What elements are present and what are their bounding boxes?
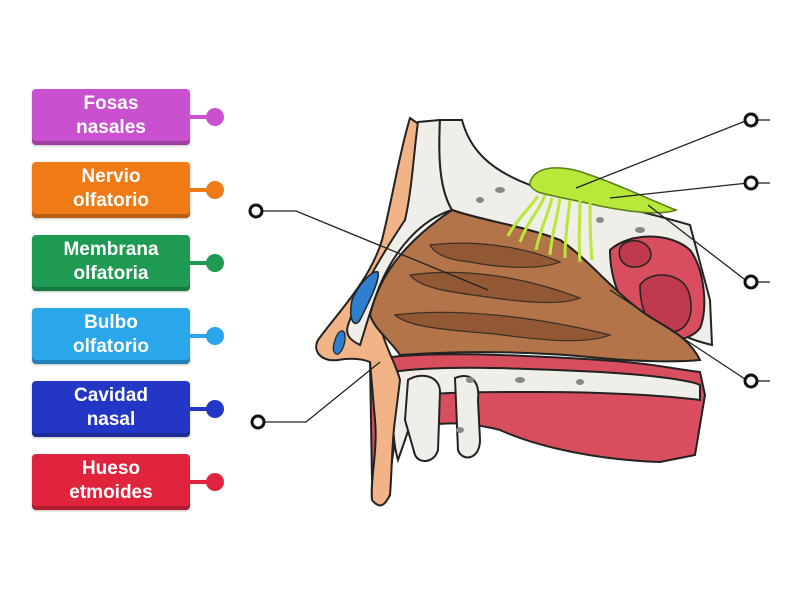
palate-mucosa xyxy=(368,353,707,482)
bone-dot xyxy=(596,217,604,223)
label-card-bulbo-olfatorio[interactable]: Bulbo olfatorio xyxy=(32,308,190,364)
pointer-lines xyxy=(260,119,770,423)
label-card-nervio-olfatorio[interactable]: Nervio olfatorio xyxy=(32,162,190,218)
connector-knob[interactable] xyxy=(206,254,224,272)
sphenoid-sinus-inner2 xyxy=(639,274,692,333)
pointer-line xyxy=(262,361,381,423)
label-text: Cavidad nasal xyxy=(74,384,148,430)
frontal-sinus xyxy=(441,133,472,194)
label-card-membrana-olfatoria[interactable]: Membrana olfatoria xyxy=(32,235,190,291)
drop-target-5[interactable] xyxy=(743,274,759,290)
fiber xyxy=(563,199,572,259)
drop-target-4[interactable] xyxy=(743,175,759,191)
label-card-hueso-etmoides[interactable]: Hueso etmoides xyxy=(32,454,190,510)
alar-cartilage-lower xyxy=(332,330,346,355)
pointer-line xyxy=(575,119,749,189)
label-text: Membrana olfatoria xyxy=(63,238,159,284)
label-text: Hueso etmoides xyxy=(69,457,153,503)
pointer-line xyxy=(647,204,749,283)
nasal-illustration xyxy=(315,116,714,507)
lower-bone xyxy=(403,374,442,462)
drop-target-1[interactable] xyxy=(248,203,264,219)
fiber xyxy=(588,201,594,261)
connector xyxy=(190,188,210,192)
drop-target-6[interactable] xyxy=(743,373,759,389)
connector xyxy=(190,334,210,338)
pointer-line xyxy=(260,210,489,291)
drop-targets[interactable] xyxy=(248,112,759,430)
drop-target-2[interactable] xyxy=(250,414,266,430)
palate-bone xyxy=(390,366,701,464)
drop-target-3[interactable] xyxy=(743,112,759,128)
lower-bone-right xyxy=(453,375,482,459)
fiber xyxy=(506,195,540,237)
bone-dot xyxy=(456,427,464,433)
connector-knob[interactable] xyxy=(206,473,224,491)
superior-turbinate xyxy=(429,242,562,268)
nasal-cavity-tissue xyxy=(368,208,702,363)
label-text: Fosas nasales xyxy=(76,92,146,138)
bone-dot xyxy=(576,379,584,385)
sphenoid-sinus xyxy=(608,235,706,342)
olfactory-fibers xyxy=(506,194,594,263)
ethmoid-bone-plate xyxy=(438,119,714,347)
connector-knob[interactable] xyxy=(206,181,224,199)
label-card-cavidad-nasal[interactable]: Cavidad nasal xyxy=(32,381,190,437)
connector-knob[interactable] xyxy=(206,108,224,126)
bone-dot xyxy=(476,197,484,203)
connector xyxy=(190,407,210,411)
bone-dot xyxy=(495,187,505,193)
alar-cartilage xyxy=(350,271,379,325)
bone-dot xyxy=(466,377,474,383)
bone-dot xyxy=(515,377,525,383)
label-text: Bulbo olfatorio xyxy=(73,311,149,357)
middle-turbinate xyxy=(408,271,582,304)
pointer-line xyxy=(609,289,749,382)
connector-knob[interactable] xyxy=(206,400,224,418)
fiber xyxy=(518,194,547,243)
label-text: Nervio olfatorio xyxy=(73,165,149,211)
fiber xyxy=(577,199,582,263)
nose-skin xyxy=(315,116,421,507)
sphenoid-sinus-inner xyxy=(618,240,652,268)
connector-knob[interactable] xyxy=(206,327,224,345)
nasal-bone xyxy=(346,118,454,347)
bone-dot xyxy=(635,227,645,233)
label-card-fosas-nasales[interactable]: Fosas nasales xyxy=(32,89,190,145)
connector xyxy=(190,115,210,119)
connector xyxy=(190,261,210,265)
pointer-line xyxy=(609,182,749,199)
bone-texture xyxy=(456,187,645,433)
olfactory-bulb xyxy=(529,167,679,214)
inferior-turbinate xyxy=(393,311,612,342)
fiber xyxy=(534,197,554,251)
connector xyxy=(190,480,210,484)
fiber xyxy=(548,197,562,256)
